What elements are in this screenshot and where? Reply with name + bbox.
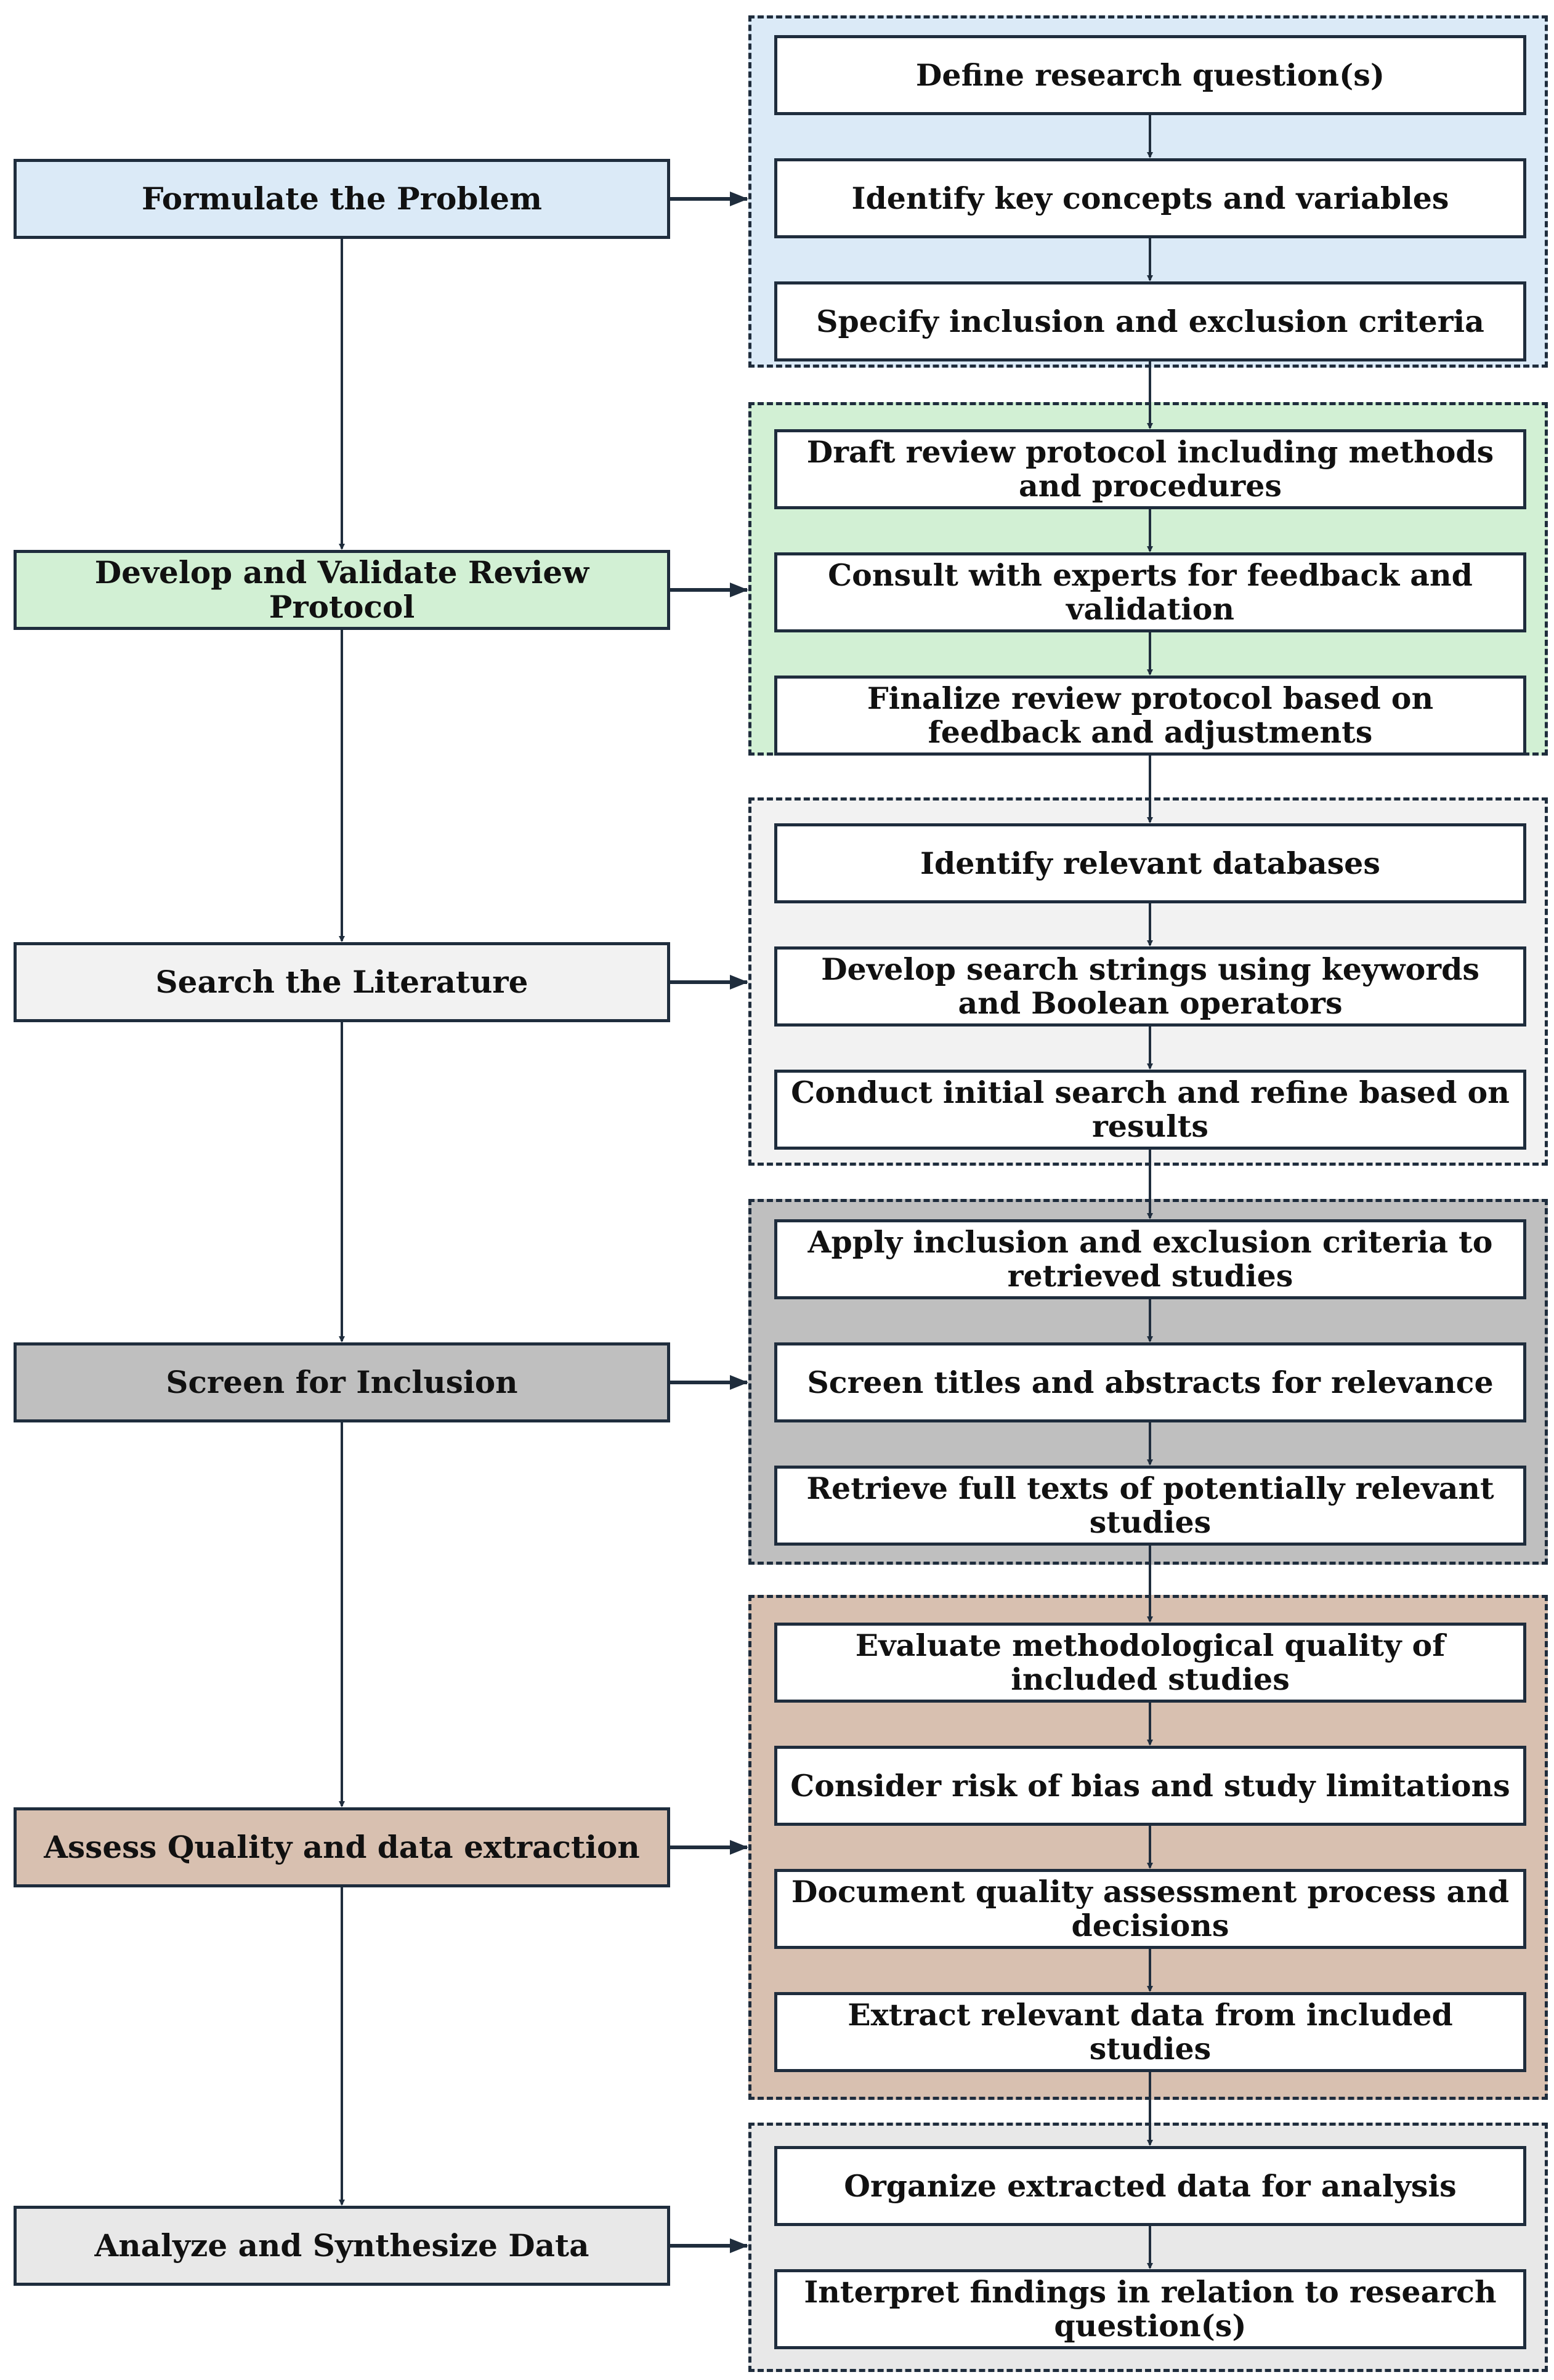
step-box: Draft review protocol including methods … [774,429,1526,509]
stage-box: Analyze and Synthesize Data [14,2206,670,2286]
step-box: Define research question(s) [774,35,1526,115]
step-box: Extract relevant data from included stud… [774,1992,1526,2072]
step-box: Screen titles and abstracts for relevanc… [774,1342,1526,1422]
step-box: Consider risk of bias and study limitati… [774,1746,1526,1826]
step-box: Retrieve full texts of potentially relev… [774,1466,1526,1546]
stage-box: Develop and Validate Review Protocol [14,550,670,630]
step-box: Consult with experts for feedback and va… [774,552,1526,632]
stage-box: Search the Literature [14,942,670,1022]
step-box: Interpret findings in relation to resear… [774,2269,1526,2349]
step-box: Apply inclusion and exclusion criteria t… [774,1219,1526,1299]
step-box: Organize extracted data for analysis [774,2146,1526,2226]
step-box: Identify relevant databases [774,823,1526,903]
stage-box: Formulate the Problem [14,159,670,239]
stage-box: Screen for Inclusion [14,1342,670,1422]
step-box: Conduct initial search and refine based … [774,1070,1526,1150]
step-box: Specify inclusion and exclusion criteria [774,281,1526,361]
step-box: Finalize review protocol based on feedba… [774,676,1526,756]
stage-box: Assess Quality and data extraction [14,1807,670,1887]
step-box: Develop search strings using keywords an… [774,946,1526,1027]
step-box: Document quality assessment process and … [774,1869,1526,1949]
step-box: Evaluate methodological quality of inclu… [774,1623,1526,1703]
step-box: Identify key concepts and variables [774,158,1526,238]
